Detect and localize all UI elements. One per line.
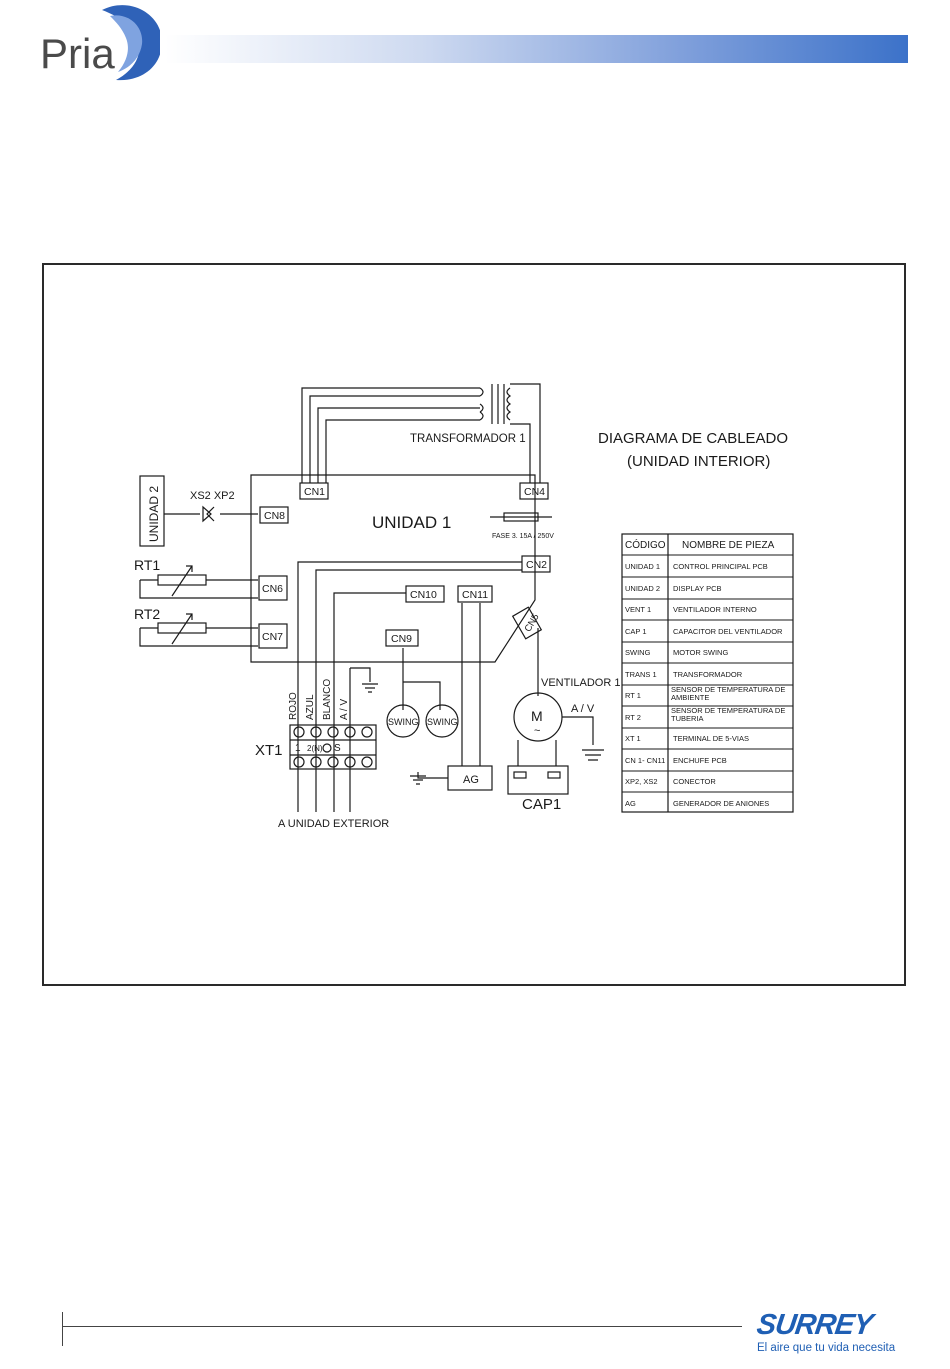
swing-label-1: SWING bbox=[388, 717, 419, 727]
rt1-label: RT1 bbox=[134, 557, 160, 573]
table-row: CONECTOR bbox=[673, 777, 716, 786]
table-row: CAP 1 bbox=[625, 627, 647, 636]
table-row: ENCHUFE PCB bbox=[673, 756, 727, 765]
table-header-name: NOMBRE DE PIEZA bbox=[682, 540, 775, 551]
logo-text: Pria bbox=[40, 30, 115, 77]
table-row: CONTROL PRINCIPAL PCB bbox=[673, 562, 768, 571]
table-row: GENERADOR DE ANIONES bbox=[673, 799, 769, 808]
motor-label: M bbox=[531, 708, 543, 724]
table-header-code: CÓDIGO bbox=[625, 538, 666, 551]
swing-label-2: SWING bbox=[427, 717, 458, 727]
table-row: CN 1- CN11 bbox=[625, 756, 665, 765]
table-row: RT 1 bbox=[625, 691, 641, 700]
wire-label-red: ROJO bbox=[288, 692, 299, 720]
rt2-label: RT2 bbox=[134, 606, 160, 622]
diagram-frame bbox=[42, 263, 906, 986]
cn10-label: CN10 bbox=[410, 589, 437, 601]
terminal-1: 1 bbox=[295, 743, 301, 754]
connector-xs-label: XS2 XP2 bbox=[190, 490, 235, 502]
surrey-logo: SURREY bbox=[754, 1309, 875, 1341]
cn4-label: CN4 bbox=[524, 486, 545, 498]
table-row: XT 1 bbox=[625, 734, 641, 743]
table-row: SWING bbox=[625, 648, 651, 657]
wire-label-white: BLANCO bbox=[322, 679, 333, 720]
cn7-label: CN7 bbox=[262, 631, 283, 643]
footer-tick bbox=[62, 1312, 63, 1346]
cn9-label: CN9 bbox=[391, 633, 412, 645]
table-row: XP2, XS2 bbox=[625, 777, 658, 786]
table-row: SENSOR DE TEMPERATURA DE AMBIENTE bbox=[671, 686, 786, 702]
xt1-label: XT1 bbox=[255, 742, 283, 759]
main-unit-label: UNIDAD 1 bbox=[372, 513, 451, 532]
surrey-slogan: El aire que tu vida necesita bbox=[757, 1342, 896, 1354]
pria-logo: Pria bbox=[40, 5, 160, 81]
fan-label: VENTILADOR 1 bbox=[541, 677, 620, 689]
table-row: TRANSFORMADOR bbox=[673, 670, 743, 679]
table-row: MOTOR SWING bbox=[673, 648, 728, 657]
table-row: DISPLAY PCB bbox=[673, 584, 722, 593]
cap1-label: CAP1 bbox=[522, 796, 561, 813]
wire-label-blue: AZUL bbox=[305, 694, 316, 720]
cn6-label: CN6 bbox=[262, 583, 283, 595]
terminal-s: S bbox=[334, 743, 341, 754]
table-row: SENSOR DE TEMPERATURA DE TUBERIA bbox=[671, 707, 786, 723]
transformer-label: TRANSFORMADOR 1 bbox=[410, 433, 526, 445]
table-row: AG bbox=[625, 799, 636, 808]
diagram-title-line2: (UNIDAD INTERIOR) bbox=[627, 453, 770, 470]
table-row: CAPACITOR DEL VENTILADOR bbox=[673, 627, 783, 636]
fuse-label: FASE 3. 15A / 250V bbox=[492, 533, 554, 540]
table-row: TERMINAL DE 5-VIAS bbox=[673, 734, 749, 743]
table-row: RT 2 bbox=[625, 713, 641, 722]
cn1-label: CN1 bbox=[304, 486, 325, 498]
ground-av-label: A / V bbox=[571, 703, 595, 715]
header-gradient-bar bbox=[165, 35, 908, 63]
table-row: TRANS 1 bbox=[625, 670, 657, 679]
table-row: UNIDAD 2 bbox=[625, 584, 660, 593]
motor-tilde: ~ bbox=[534, 725, 540, 737]
diagram-title-line1: DIAGRAMA DE CABLEADO bbox=[598, 430, 788, 447]
table-row: VENT 1 bbox=[625, 605, 651, 614]
cn11-label: CN11 bbox=[462, 589, 488, 601]
footer-line bbox=[62, 1326, 742, 1327]
table-row: VENTILADOR INTERNO bbox=[673, 605, 757, 614]
table-row: UNIDAD 1 bbox=[625, 562, 660, 571]
display-unit-label: UNIDAD 2 bbox=[147, 486, 161, 542]
outdoor-label: A UNIDAD EXTERIOR bbox=[278, 818, 389, 830]
ag-label: AG bbox=[463, 774, 479, 786]
cn2-label: CN2 bbox=[526, 559, 547, 571]
terminal-2n: 2(N) bbox=[307, 744, 323, 753]
main-board-outline bbox=[250, 474, 536, 663]
wire-label-ground: A / V bbox=[339, 699, 350, 720]
wiring-diagram: DIAGRAMA DE CABLEADO (UNIDAD INTERIOR) T… bbox=[134, 383, 794, 830]
cn8-label: CN8 bbox=[264, 510, 285, 522]
